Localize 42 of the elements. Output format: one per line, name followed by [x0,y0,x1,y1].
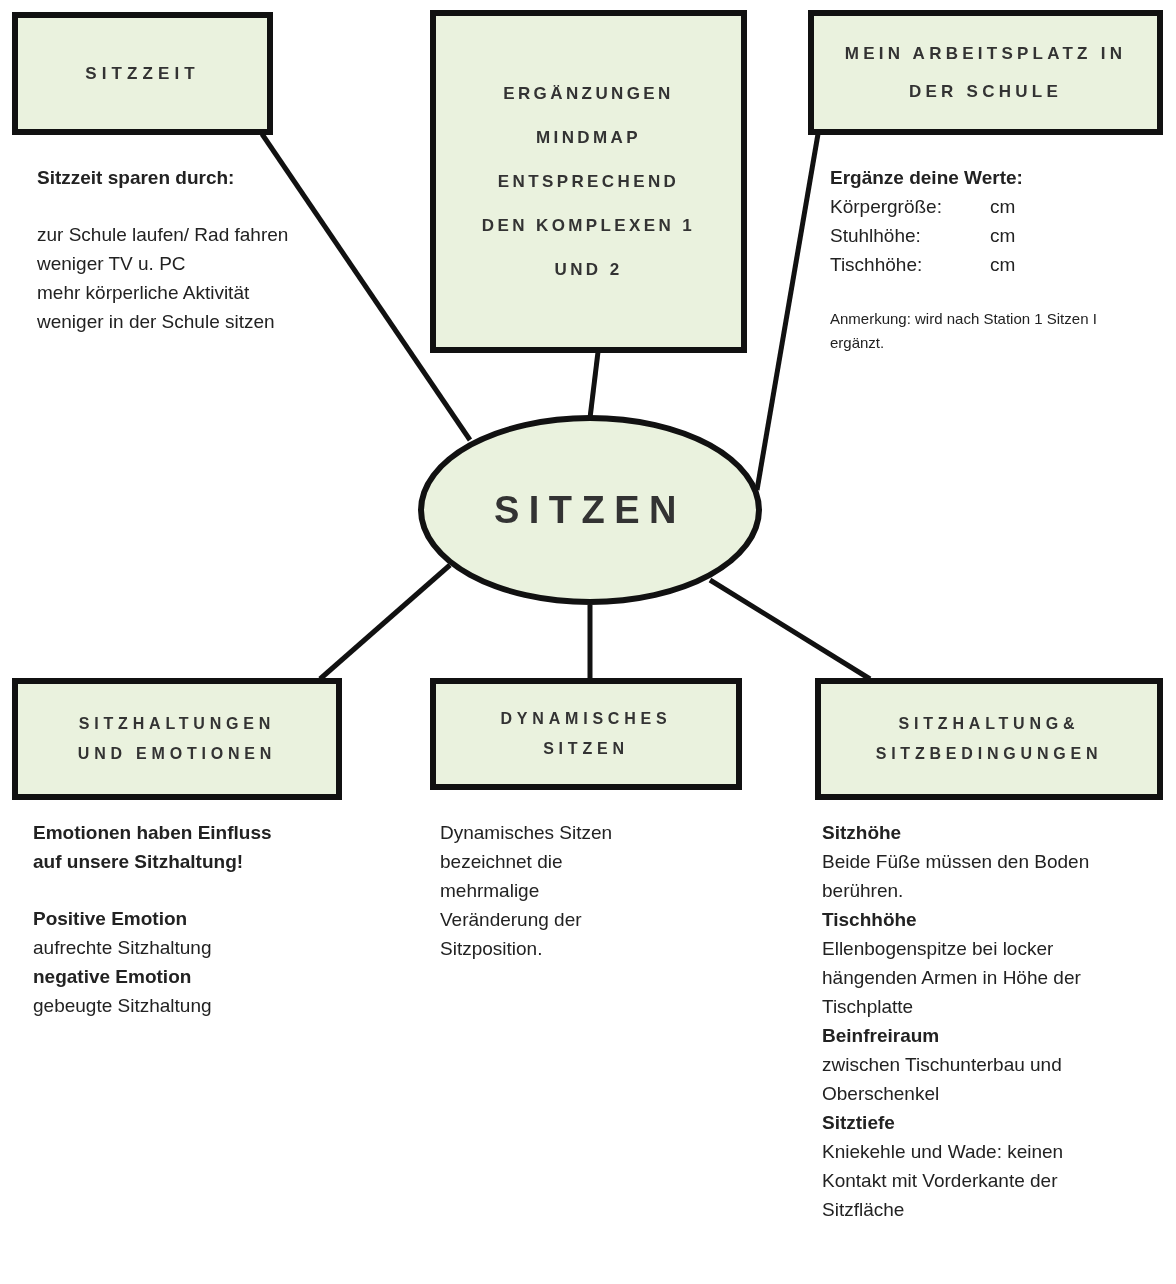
body-text: zur Schule laufen/ Rad fahren [37,223,290,247]
body-text: Beide Füße müssen den Boden berühren. [822,850,1091,903]
body-text: Stuhlhöhe: [830,224,922,248]
topic-title: SITZEN [493,487,687,533]
topic-box [808,10,1163,135]
body-text: Ergänze deine Werte: [830,166,1024,190]
topic-title: DYNAMISCHES SITZEN [500,709,672,759]
body-text: Sitztiefe [822,1111,896,1135]
topic-box [12,12,273,135]
body-text: Sitzzeit sparen durch: [37,166,236,190]
connector-line [587,605,593,679]
body-text: Körpergröße: [830,195,943,219]
body-text: zwischen Tischunterbau und Oberschenkel [822,1053,1063,1106]
body-text: Tischhöhe: [830,253,924,277]
body-text: Kniekehle und Wade: keinen Kontakt mit Vorderkante der Sitzfläche [822,1140,1065,1222]
body-text: Beinfreiraum [822,1024,941,1048]
topic-box [430,10,747,353]
topic-box [430,678,742,790]
body-text: Sitzhöhe [822,821,903,845]
topic-title: MEIN ARBEITSPLATZ IN DER SCHULE [843,42,1128,103]
topic-title: SITZHALTUNGEN UND EMOTIONEN [76,714,278,764]
topic-box [12,678,342,800]
body-text: cm [990,224,1017,248]
body-text: weniger in der Schule sitzen [37,310,276,334]
body-text: Tischhöhe [822,908,918,932]
topic-title: ERGÄNZUNGEN MINDMAP ENTSPRECHEND DEN KOMPLEXEN 1 UND 2 [480,82,697,281]
body-text: Dynamisches Sitzen bezeichnet die mehrmalige Veränderung der Sitzposition. [440,821,614,961]
connector-line [318,563,452,681]
body-text: gebeugte Sitzhaltung [33,994,213,1018]
body-text: mehr körperliche Aktivität [37,281,251,305]
body-text: negative Emotion [33,965,193,989]
body-text: weniger TV u. PC [37,252,187,276]
body-text: aufrechte Sitzhaltung [33,936,213,960]
body-text: Positive Emotion [33,907,189,931]
body-text: cm [990,195,1017,219]
note-text: Anmerkung: wird nach Station 1 Sitzen I ergänzt. [830,309,1098,353]
body-text: Emotionen haben Einfluss auf unsere Sitzhaltung! [33,821,273,874]
topic-title: SITZZEIT [85,62,200,85]
topic-box [815,678,1163,800]
topic-title: SITZHALTUNG& SITZBEDINGUNGEN [874,714,1104,764]
body-text: cm [990,253,1017,277]
body-text: Ellenbogenspitze bei locker hängenden Armen in Höhe der Tischplatte [822,937,1082,1019]
